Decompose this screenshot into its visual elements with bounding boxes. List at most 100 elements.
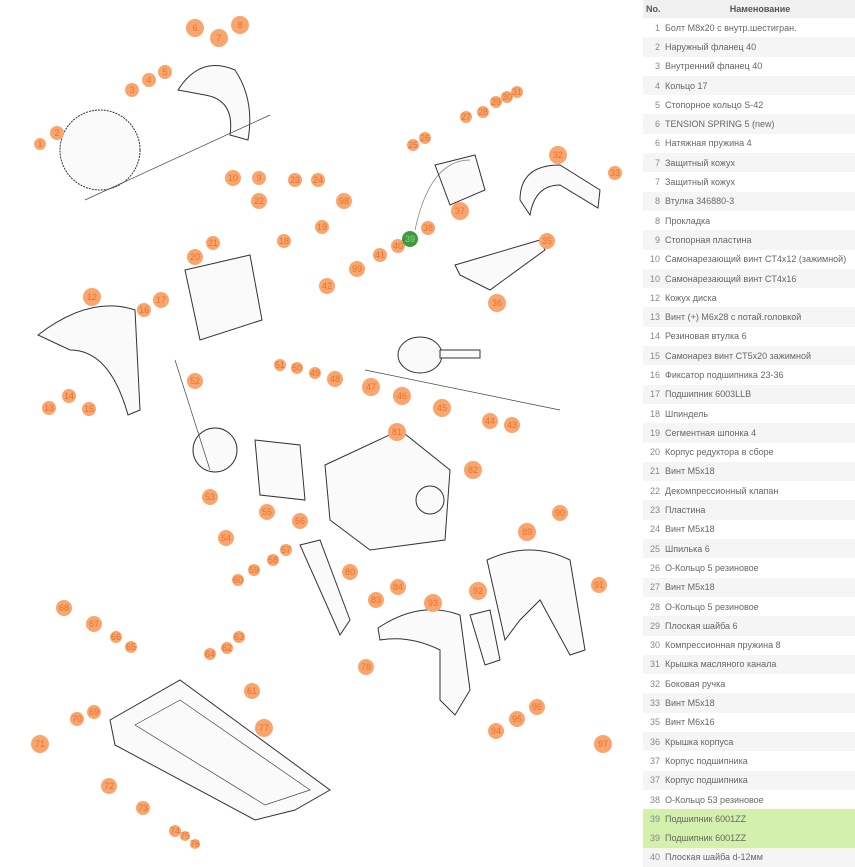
callout-7[interactable]: 7 (210, 29, 228, 47)
callout-22[interactable]: 22 (251, 193, 267, 209)
callout-75[interactable]: 75 (180, 831, 190, 841)
callout-59[interactable]: 59 (248, 564, 260, 576)
callout-46[interactable]: 46 (393, 387, 411, 405)
callout-55[interactable]: 55 (259, 504, 275, 520)
callout-76[interactable]: 76 (190, 839, 200, 849)
callout-56[interactable]: 56 (292, 513, 308, 529)
callout-36[interactable]: 36 (488, 294, 506, 312)
callout-32[interactable]: 32 (549, 146, 567, 164)
callout-30[interactable]: 30 (501, 91, 513, 103)
callout-6[interactable]: 6 (186, 19, 204, 37)
callout-12[interactable]: 12 (83, 288, 101, 306)
callout-83[interactable]: 83 (368, 592, 384, 608)
callout-97[interactable]: 97 (594, 735, 612, 753)
callout-73[interactable]: 73 (136, 801, 150, 815)
callout-62[interactable]: 62 (221, 642, 233, 654)
callout-2[interactable]: 2 (50, 126, 64, 140)
callout-10[interactable]: 10 (225, 170, 241, 186)
callout-69[interactable]: 69 (87, 705, 101, 719)
callout-91[interactable]: 91 (591, 577, 607, 593)
callout-81[interactable]: 81 (388, 423, 406, 441)
callout-90[interactable]: 90 (552, 505, 568, 521)
callout-4[interactable]: 4 (142, 73, 156, 87)
callout-44[interactable]: 44 (482, 413, 498, 429)
callout-89[interactable]: 89 (518, 523, 536, 541)
callout-57[interactable]: 57 (280, 544, 292, 556)
callout-64[interactable]: 64 (204, 648, 216, 660)
callout-71[interactable]: 71 (31, 735, 49, 753)
callout-39[interactable]: 39 (402, 231, 418, 247)
callout-70[interactable]: 70 (70, 712, 84, 726)
callout-16[interactable]: 16 (137, 303, 151, 317)
callout-51[interactable]: 51 (274, 359, 286, 371)
callout-78[interactable]: 78 (358, 659, 374, 675)
callout-17[interactable]: 17 (153, 292, 169, 308)
callout-18[interactable]: 18 (277, 234, 291, 248)
callout-42[interactable]: 42 (319, 278, 335, 294)
callout-63[interactable]: 63 (233, 631, 245, 643)
callout-66[interactable]: 66 (110, 631, 122, 643)
callout-29[interactable]: 29 (490, 96, 502, 108)
callout-82[interactable]: 82 (464, 461, 482, 479)
callout-5[interactable]: 5 (158, 65, 172, 79)
callout-98[interactable]: 98 (336, 193, 352, 209)
callout-49[interactable]: 49 (309, 367, 321, 379)
callout-67[interactable]: 67 (86, 616, 102, 632)
callout-24[interactable]: 24 (311, 173, 325, 187)
callout-9[interactable]: 9 (252, 171, 266, 185)
callout-84[interactable]: 84 (390, 579, 406, 595)
callout-54[interactable]: 54 (218, 530, 234, 546)
callout-53[interactable]: 53 (202, 489, 218, 505)
callout-93[interactable]: 93 (424, 594, 442, 612)
callout-28[interactable]: 28 (477, 106, 489, 118)
callout-99[interactable]: 99 (349, 261, 365, 277)
callout-33[interactable]: 33 (608, 166, 622, 180)
callout-45[interactable]: 45 (433, 399, 451, 417)
callout-14[interactable]: 14 (62, 389, 76, 403)
callout-74[interactable]: 74 (169, 825, 181, 837)
callout-47[interactable]: 47 (362, 378, 380, 396)
callout-31[interactable]: 31 (511, 86, 523, 98)
callout-41[interactable]: 41 (373, 248, 387, 262)
callout-68[interactable]: 68 (56, 600, 72, 616)
callout-23[interactable]: 23 (288, 173, 302, 187)
callout-15[interactable]: 15 (82, 402, 96, 416)
callout-37[interactable]: 37 (451, 202, 469, 220)
